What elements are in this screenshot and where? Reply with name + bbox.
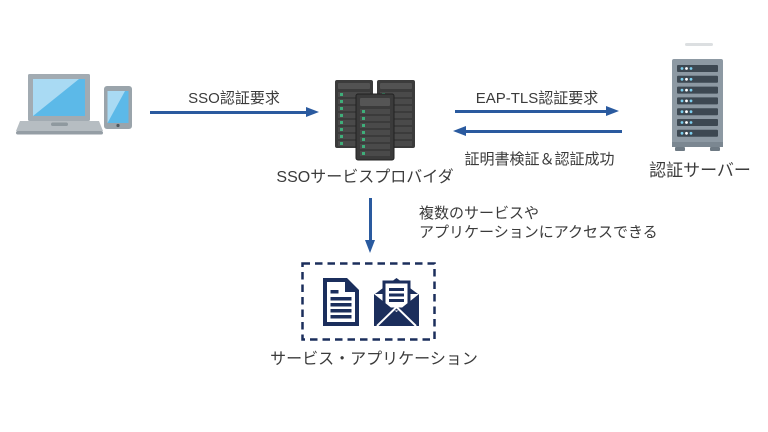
services-label: サービス・アプリケーション <box>270 351 478 368</box>
arrow-label-eap-request: EAP-TLS認証要求 <box>475 90 599 107</box>
arrow-eap-request-line <box>455 110 607 113</box>
sso-provider-label: SSOサービスプロバイダ <box>276 169 454 186</box>
service-access-annotation: 複数のサービスや アプリケーションにアクセスできる <box>419 205 658 242</box>
service-access-annotation-line2: アプリケーションにアクセスできる <box>419 223 658 241</box>
arrow-cert-verify-head <box>453 126 466 136</box>
services-dashed-box <box>301 262 436 341</box>
arrow-label-cert-verify: 証明書検証＆認証成功 <box>464 151 615 168</box>
laptop-and-tablet-icon <box>16 74 132 135</box>
document-icon <box>323 278 359 326</box>
server-tower-icon <box>672 43 723 151</box>
arrow-service-access-head <box>364 240 375 253</box>
arrow-eap-request-head <box>606 106 619 116</box>
server-rack-icon <box>335 80 415 161</box>
arrow-service-access-line <box>368 198 372 241</box>
open-mail-icon <box>374 278 419 327</box>
arrow-sso-request-head <box>306 107 319 117</box>
arrow-sso-request-line <box>150 111 307 114</box>
auth-server-label: 認証サーバー <box>649 161 751 180</box>
service-access-annotation-line1: 複数のサービスや <box>419 205 540 222</box>
arrow-label-sso-request: SSO認証要求 <box>188 90 280 107</box>
arrow-cert-verify-line <box>465 130 622 133</box>
